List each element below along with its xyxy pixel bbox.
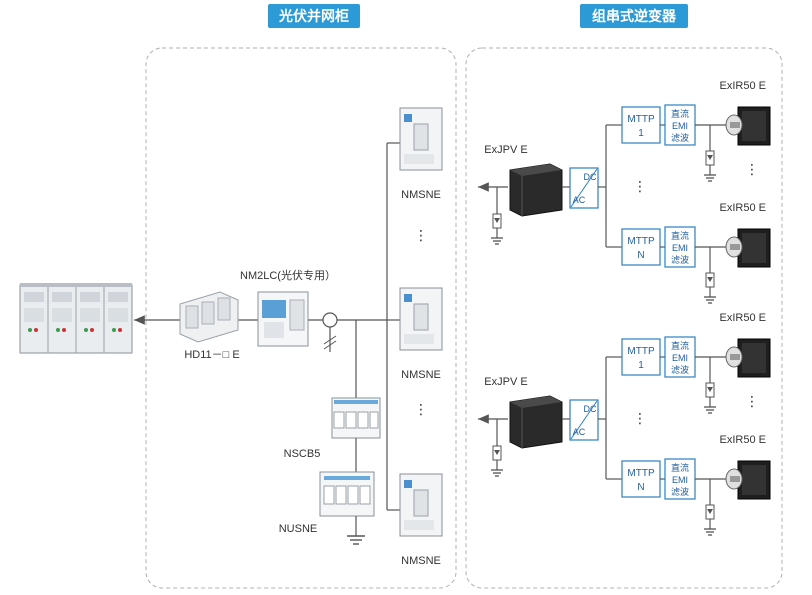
string-device-label: ExIR50 E bbox=[720, 80, 766, 92]
hd11-disconnector-icon bbox=[179, 291, 239, 343]
string-inverter-header: 组串式逆变器 bbox=[580, 4, 688, 28]
nmsne-breaker-icon bbox=[399, 287, 443, 351]
ground-icon bbox=[704, 406, 716, 414]
mppt-box: MTTP N bbox=[621, 460, 661, 498]
nmsne-label-2: NMSNE bbox=[401, 369, 441, 381]
nusne-label: NUSNE bbox=[279, 523, 318, 535]
fuse-icon bbox=[492, 445, 502, 461]
pv-string-device-icon bbox=[725, 460, 771, 500]
ground-icon bbox=[704, 174, 716, 182]
mppt-label: MTTP bbox=[627, 346, 655, 357]
pv-string-device-icon bbox=[725, 338, 771, 378]
ground-icon bbox=[491, 469, 503, 477]
pv-string-device-icon bbox=[725, 106, 771, 146]
vertical-ellipsis: ⋮ bbox=[745, 161, 759, 177]
string-device-label: ExIR50 E bbox=[720, 312, 766, 324]
mppt-index: N bbox=[637, 482, 644, 493]
filter-label: 滤波 bbox=[671, 132, 689, 143]
string-device-label: ExIR50 E bbox=[720, 202, 766, 214]
fuse-icon bbox=[705, 150, 715, 166]
pv-string-device-icon bbox=[725, 228, 771, 268]
filter-label: 滤波 bbox=[671, 364, 689, 375]
right-group-frame bbox=[465, 47, 783, 589]
dc-label: DC bbox=[584, 404, 597, 414]
filter-label: 直流 bbox=[671, 462, 689, 473]
filter-label: 直流 bbox=[671, 108, 689, 119]
nmsne-label-1: NMSNE bbox=[401, 189, 441, 201]
fuse-icon bbox=[705, 382, 715, 398]
nmsne-breaker-icon bbox=[399, 107, 443, 171]
ground-icon bbox=[491, 237, 503, 245]
vertical-ellipsis: ⋮ bbox=[745, 393, 759, 409]
mppt-label: MTTP bbox=[627, 468, 655, 479]
fuse-icon bbox=[492, 213, 502, 229]
string-device-label: ExIR50 E bbox=[720, 434, 766, 446]
hd11-label: HD11－□ E bbox=[184, 349, 239, 361]
nmsne-breaker-icon bbox=[399, 473, 443, 537]
filter-label: 直流 bbox=[671, 340, 689, 351]
fuse-icon bbox=[705, 272, 715, 288]
vertical-ellipsis: ⋮ bbox=[414, 227, 428, 243]
dc-ac-converter-box: DC AC bbox=[569, 167, 599, 209]
mppt-label: MTTP bbox=[627, 114, 655, 125]
ground-icon bbox=[704, 296, 716, 304]
nmsne-label-3: NMSNE bbox=[401, 555, 441, 567]
mppt-box: MTTP 1 bbox=[621, 106, 661, 144]
nusne-spd-icon bbox=[319, 471, 375, 517]
grid-cabinet-header: 光伏并网柜 bbox=[268, 4, 360, 28]
dc-label: DC bbox=[584, 172, 597, 182]
mppt-box: MTTP 1 bbox=[621, 338, 661, 376]
filter-label: EMI bbox=[672, 121, 688, 131]
ground-icon bbox=[347, 535, 365, 545]
filter-label: 滤波 bbox=[671, 486, 689, 497]
nscb5-label: NSCB5 bbox=[284, 448, 321, 460]
dc-ac-converter-box: DC AC bbox=[569, 399, 599, 441]
mppt-box: MTTP N bbox=[621, 228, 661, 266]
nscb5-spd-icon bbox=[331, 397, 381, 439]
mppt-index: N bbox=[637, 250, 644, 261]
ground-icon bbox=[704, 528, 716, 536]
mppt-label: MTTP bbox=[627, 236, 655, 247]
inverter-icon bbox=[509, 395, 563, 449]
filter-label: EMI bbox=[672, 475, 688, 485]
inverter-label: ExJPV E bbox=[484, 144, 527, 156]
filter-label: 滤波 bbox=[671, 254, 689, 265]
filter-label: 直流 bbox=[671, 230, 689, 241]
mppt-index: 1 bbox=[638, 360, 644, 371]
vertical-ellipsis: ⋮ bbox=[414, 401, 428, 417]
switchgear-cabinet-icon bbox=[19, 283, 133, 354]
mppt-index: 1 bbox=[638, 128, 644, 139]
current-transformer-icon bbox=[322, 312, 338, 352]
filter-label: EMI bbox=[672, 353, 688, 363]
ac-label: AC bbox=[573, 195, 586, 205]
fuse-icon bbox=[705, 504, 715, 520]
inverter-label: ExJPV E bbox=[484, 376, 527, 388]
nm2lc-breaker-icon bbox=[257, 291, 309, 347]
ac-label: AC bbox=[573, 427, 586, 437]
vertical-ellipsis: ⋮ bbox=[633, 410, 647, 426]
inverter-icon bbox=[509, 163, 563, 217]
filter-label: EMI bbox=[672, 243, 688, 253]
nm2lc-label: NM2LC(光伏专用） bbox=[240, 268, 336, 282]
vertical-ellipsis: ⋮ bbox=[633, 178, 647, 194]
left-group-frame bbox=[145, 47, 457, 589]
